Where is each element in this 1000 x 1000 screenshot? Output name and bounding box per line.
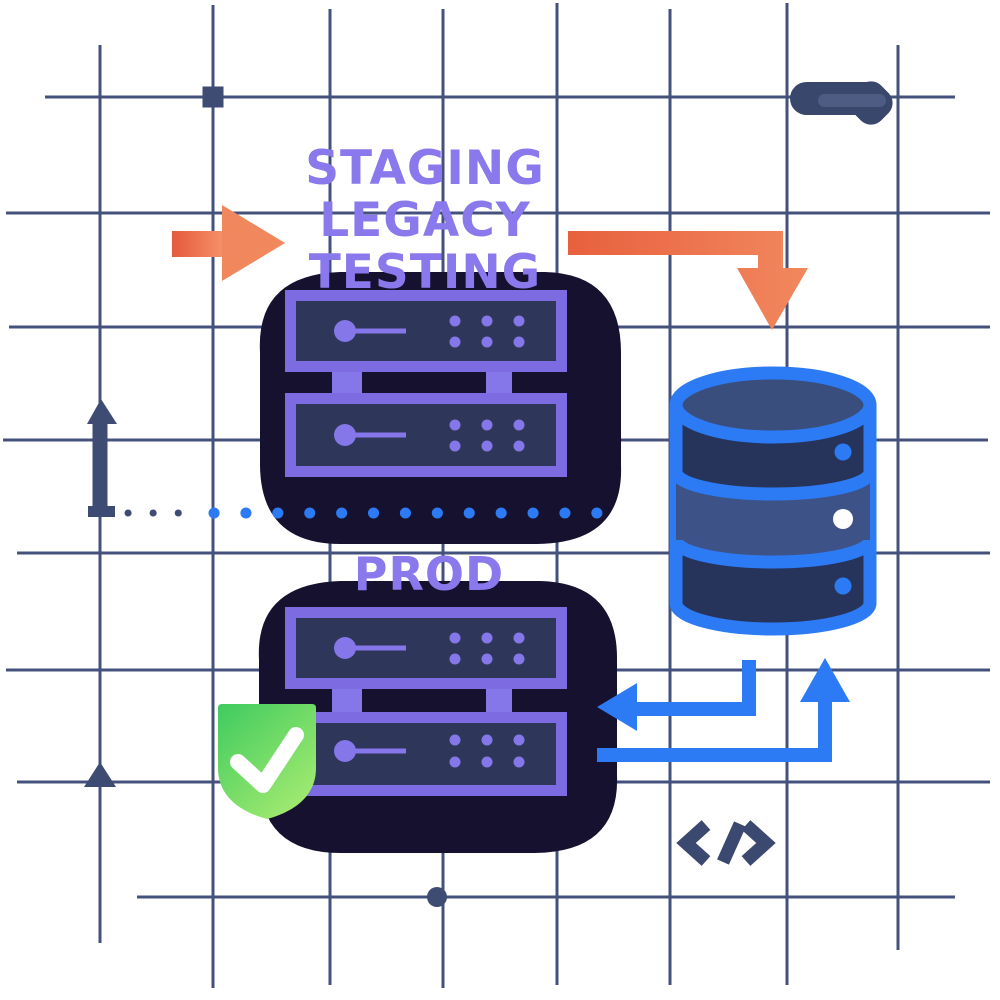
database-top [669, 366, 877, 444]
measure-arrow-icon [87, 399, 117, 517]
grid-triangle-marker [84, 762, 116, 787]
server-leg [486, 372, 512, 393]
measure-arrow-base [88, 506, 115, 517]
staging-label-line3: TESTING [309, 245, 541, 300]
database-led [834, 443, 852, 461]
server-unit-prod-2 [285, 712, 567, 796]
measure-arrow-head [87, 399, 117, 424]
server-led-dots [449, 632, 525, 665]
chevron-left-icon [676, 820, 711, 866]
chain-link-bar-highlight [818, 94, 886, 107]
server-knob [334, 740, 356, 762]
shield-check-icon [218, 704, 316, 819]
server-leg [486, 689, 512, 712]
server-led-dots [449, 734, 525, 768]
check-mark [230, 727, 304, 793]
staging-label: STAGING LEGACY TESTING [305, 141, 545, 300]
grid-square-marker [202, 86, 224, 108]
chain-link-loop [849, 81, 893, 125]
arrow-left-blue-icon [597, 660, 756, 731]
arrow-right-icon [172, 205, 285, 281]
database-led-active [833, 509, 853, 529]
server-led-dots [449, 315, 525, 348]
measure-arrow-shaft [92, 420, 108, 508]
server-unit-staging-1 [285, 290, 567, 372]
grid-dot-marker [427, 887, 447, 907]
arrow-right-shaft [172, 231, 224, 257]
server-unit-staging-2 [285, 393, 567, 477]
arrow-elbow-down-icon [568, 231, 808, 330]
chain-link-icon [790, 81, 893, 125]
server-knob [334, 424, 356, 446]
server-knob [334, 320, 356, 342]
code-slash [717, 821, 746, 865]
arrow-right-head [222, 205, 285, 281]
server-leg [332, 372, 362, 393]
server-leg [332, 689, 362, 712]
database-seam [669, 470, 877, 501]
staging-label-line2: LEGACY [319, 193, 531, 248]
arrow-up-blue-icon [597, 658, 850, 762]
prod-label: PROD [354, 547, 504, 601]
server-unit-prod-1 [285, 607, 567, 689]
server-knob [334, 637, 356, 659]
chevron-right-icon [741, 820, 776, 866]
database-seam [669, 538, 877, 569]
code-icon [676, 820, 776, 866]
server-led-dots [449, 419, 525, 452]
database-icon [669, 366, 877, 636]
database-led [834, 577, 852, 595]
staging-label-line1: STAGING [305, 141, 545, 196]
